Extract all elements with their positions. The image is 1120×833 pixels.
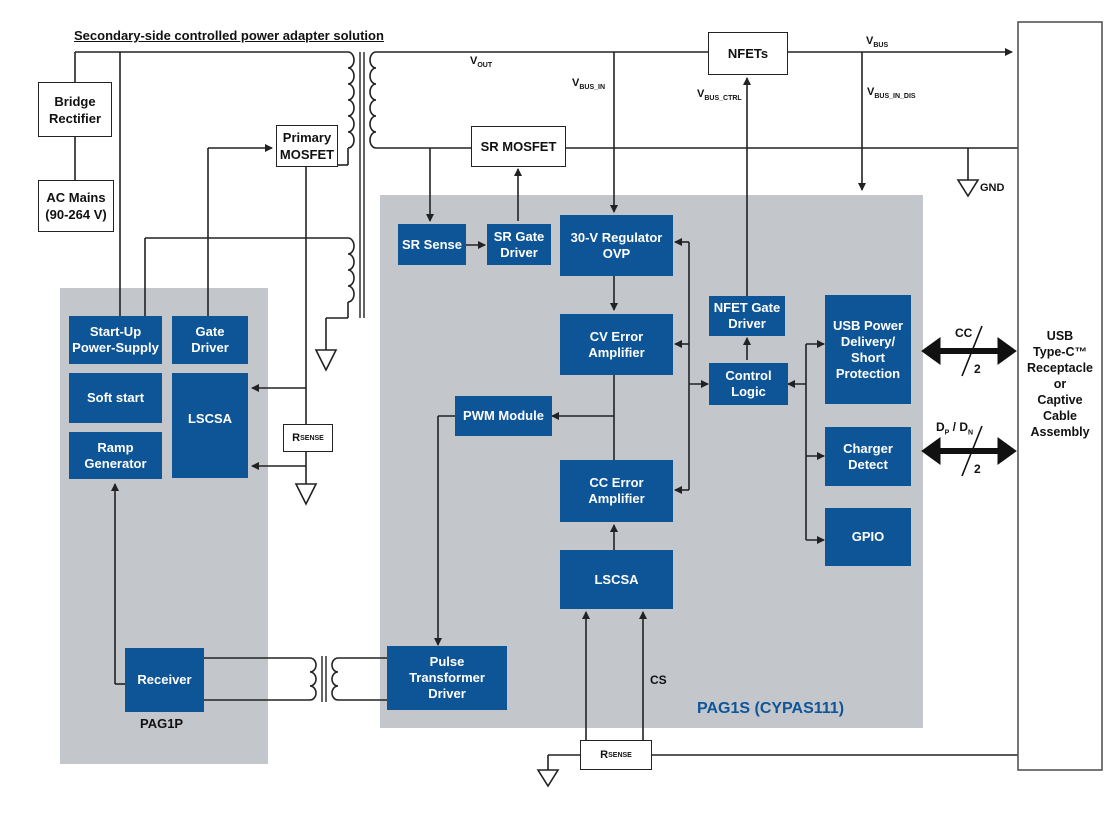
sr-mosfet-box: SR MOSFET	[471, 126, 566, 167]
rsense-primary-r: R	[292, 431, 301, 444]
vbus-ctrl-sub: BUS_CTRL	[704, 95, 742, 103]
dpdn-count-label: 2	[974, 462, 981, 476]
cc-count-label: 2	[974, 362, 981, 376]
ground-icon	[294, 483, 318, 506]
vbus-in-sub: BUS_IN	[579, 84, 606, 92]
dp-d: D	[936, 420, 945, 434]
dn-d: D	[959, 420, 969, 434]
usb-pd-block: USB Power Delivery/ Short Protection	[825, 295, 911, 404]
vbus-ctrl-v: V	[697, 88, 705, 100]
vbus-in-v: V	[572, 77, 580, 89]
gnd-label: GND	[980, 182, 1005, 194]
vbus-v: V	[866, 35, 874, 47]
vout-sub: OUT	[477, 62, 493, 70]
vbus-in-dis-sub: BUS_IN_DIS	[874, 93, 916, 101]
control-logic-block: Control Logic	[709, 363, 788, 405]
ground-icon	[314, 349, 338, 372]
sr-gate-driver-block: SR Gate Driver	[487, 224, 551, 265]
regulator-ovp-block: 30-V Regulator OVP	[560, 215, 673, 276]
cc-label: CC	[955, 326, 973, 340]
ground-icon	[536, 769, 560, 788]
nfet-gate-driver-block: NFET Gate Driver	[709, 296, 785, 336]
bridge-rectifier-box: Bridge Rectifier	[38, 82, 112, 137]
rsense-primary-sub: SENSE	[300, 434, 324, 442]
pag1p-label: PAG1P	[140, 716, 184, 731]
vout-label: VOUT	[470, 55, 492, 69]
ac-mains-box: AC Mains (90-264 V)	[38, 180, 114, 232]
usb-receptacle-label: USB Type-C™ Receptacle or Captive Cable …	[1026, 329, 1093, 439]
dn-sub: N	[968, 429, 974, 437]
gate-driver-block: Gate Driver	[172, 316, 248, 364]
startup-power-supply-block: Start-Up Power-Supply	[69, 316, 162, 364]
cc-bus-arrow	[921, 337, 941, 365]
vbus-in-dis-v: V	[867, 86, 875, 98]
dpdn-bus-arrow	[921, 437, 941, 465]
usb-receptacle-box	[1017, 21, 1103, 771]
dpdn-label: DP / DN	[936, 420, 974, 437]
ground-icon	[956, 179, 980, 198]
pulse-transformer-driver-block: Pulse Transformer Driver	[387, 646, 507, 710]
vbus-in-label: VBUS_IN	[572, 77, 605, 91]
vbus-ctrl-label: VBUS_CTRL	[697, 88, 742, 102]
vbus-sub: BUS	[873, 42, 889, 50]
receiver-block: Receiver	[125, 648, 204, 712]
charger-detect-block: Charger Detect	[825, 427, 911, 486]
diagram-title: Secondary-side controlled power adapter …	[74, 28, 384, 43]
vbus-label: VBUS	[866, 35, 888, 49]
dp-sub: P	[944, 429, 950, 437]
pag1s-label: PAG1S (CYPAS111)	[697, 700, 845, 717]
cv-error-amplifier-block: CV Error Amplifier	[560, 314, 673, 375]
nfets-box: NFETs	[708, 32, 788, 75]
lscsa-primary-block: LSCSA	[172, 373, 248, 478]
rsense-secondary-sub: SENSE	[608, 751, 632, 759]
pwm-module-block: PWM Module	[455, 396, 552, 436]
sr-sense-block: SR Sense	[398, 224, 466, 265]
gpio-block: GPIO	[825, 508, 911, 566]
vbus-in-dis-label: VBUS_IN_DIS	[867, 86, 916, 100]
rsense-secondary-r: R	[600, 748, 609, 761]
soft-start-block: Soft start	[69, 373, 162, 423]
lscsa-secondary-block: LSCSA	[560, 550, 673, 609]
cs-label: CS	[650, 673, 667, 687]
primary-mosfet-box: Primary MOSFET	[276, 125, 338, 167]
cc-error-amplifier-block: CC Error Amplifier	[560, 460, 673, 522]
vout-v: V	[470, 55, 478, 67]
ramp-generator-block: Ramp Generator	[69, 432, 162, 479]
